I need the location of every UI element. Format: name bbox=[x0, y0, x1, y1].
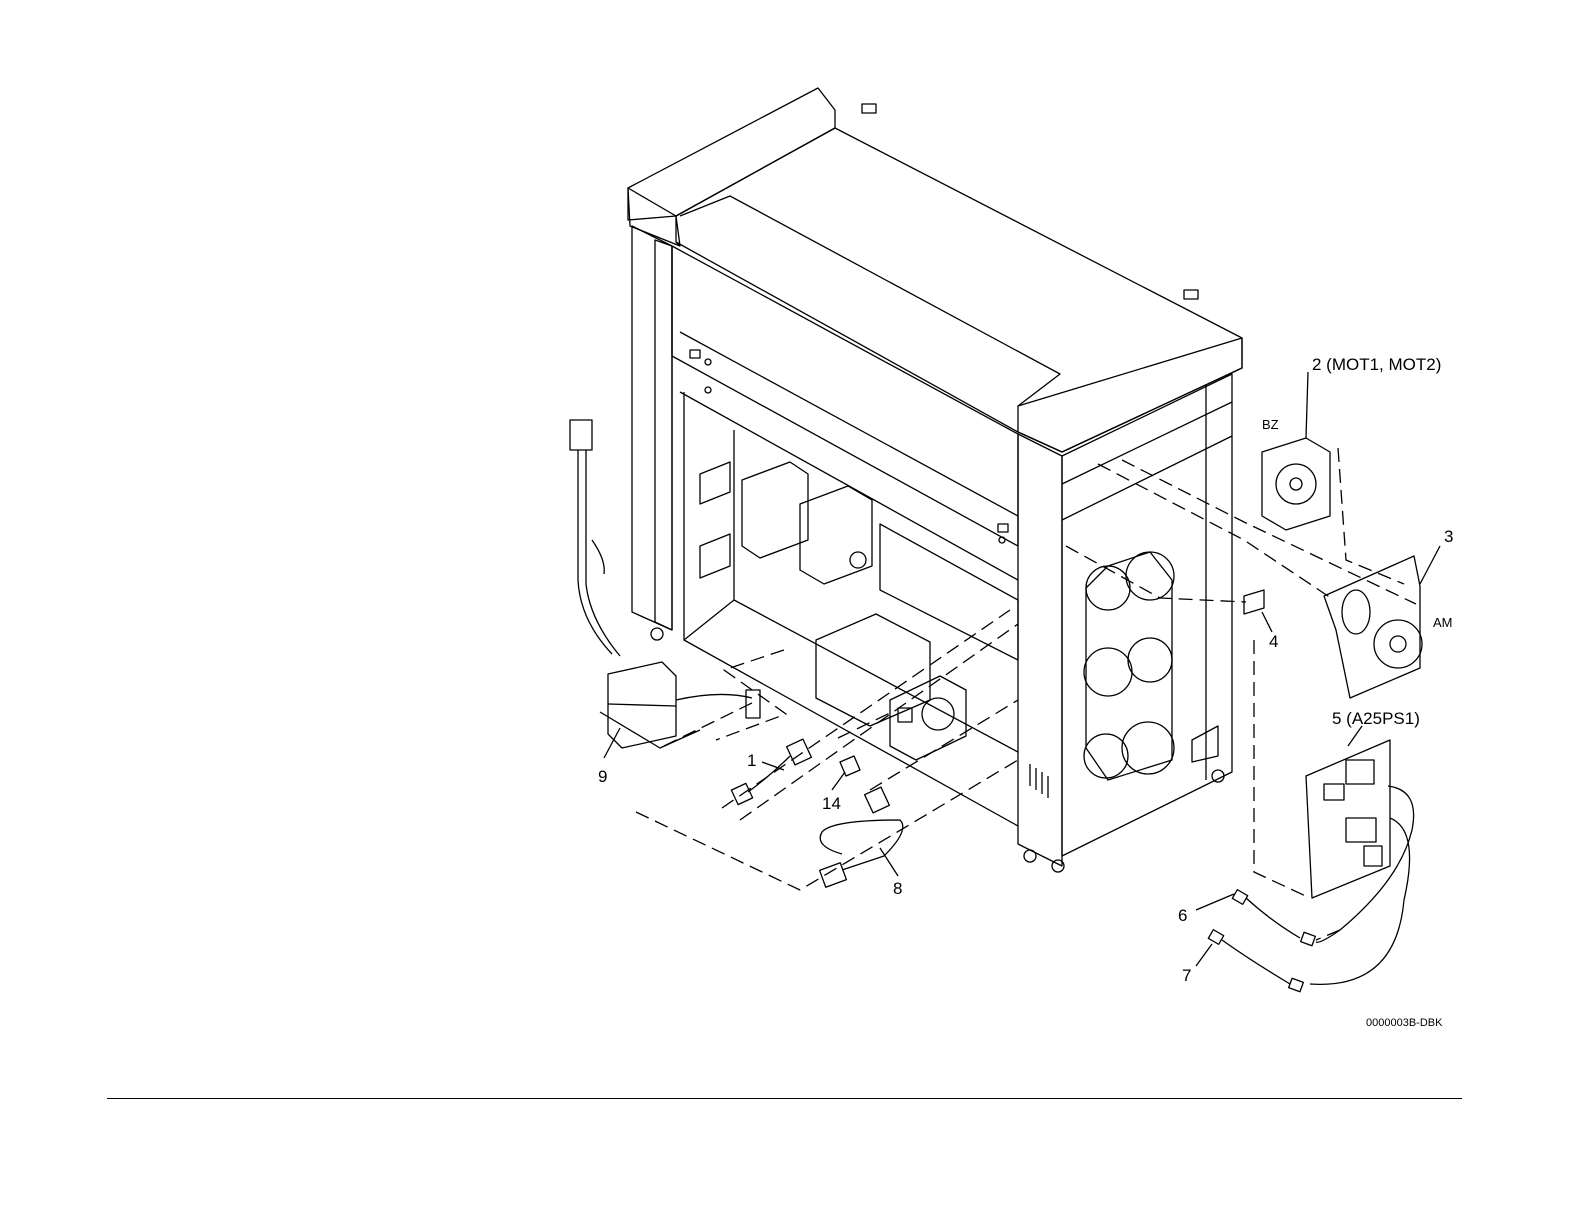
assembly-leader-lines bbox=[636, 448, 1416, 940]
lead-item-6 bbox=[1196, 890, 1315, 946]
lead-item-7 bbox=[1196, 930, 1303, 992]
callout-14: 14 bbox=[822, 795, 841, 812]
harness-item-9 bbox=[570, 420, 760, 758]
figure-id: 0000003B-DBK bbox=[1366, 1018, 1442, 1029]
callout-5: 5 (A25PS1) bbox=[1332, 710, 1420, 727]
callout-3: 3 bbox=[1444, 528, 1453, 545]
clip-item-14 bbox=[840, 756, 860, 776]
callout-1: 1 bbox=[747, 752, 756, 769]
callout-7: 7 bbox=[1182, 967, 1191, 984]
cable-item-1 bbox=[731, 739, 811, 804]
footer-divider bbox=[107, 1098, 1462, 1099]
internal-components bbox=[700, 462, 1018, 760]
pwb-item-5 bbox=[1306, 726, 1414, 984]
fan-item-2 bbox=[1262, 372, 1330, 530]
callout-8: 8 bbox=[893, 880, 902, 897]
fan-orientation-bz-label: BZ bbox=[1262, 418, 1279, 431]
label-item-4 bbox=[1244, 590, 1272, 632]
callout-4: 4 bbox=[1269, 633, 1278, 650]
machine-cabinet bbox=[628, 88, 1242, 872]
fan-orientation-am-label: AM bbox=[1433, 616, 1453, 629]
drive-pulley-assembly bbox=[1084, 552, 1218, 780]
callout-6: 6 bbox=[1178, 907, 1187, 924]
callout-2: 2 (MOT1, MOT2) bbox=[1312, 356, 1441, 373]
callout-9: 9 bbox=[598, 768, 607, 785]
